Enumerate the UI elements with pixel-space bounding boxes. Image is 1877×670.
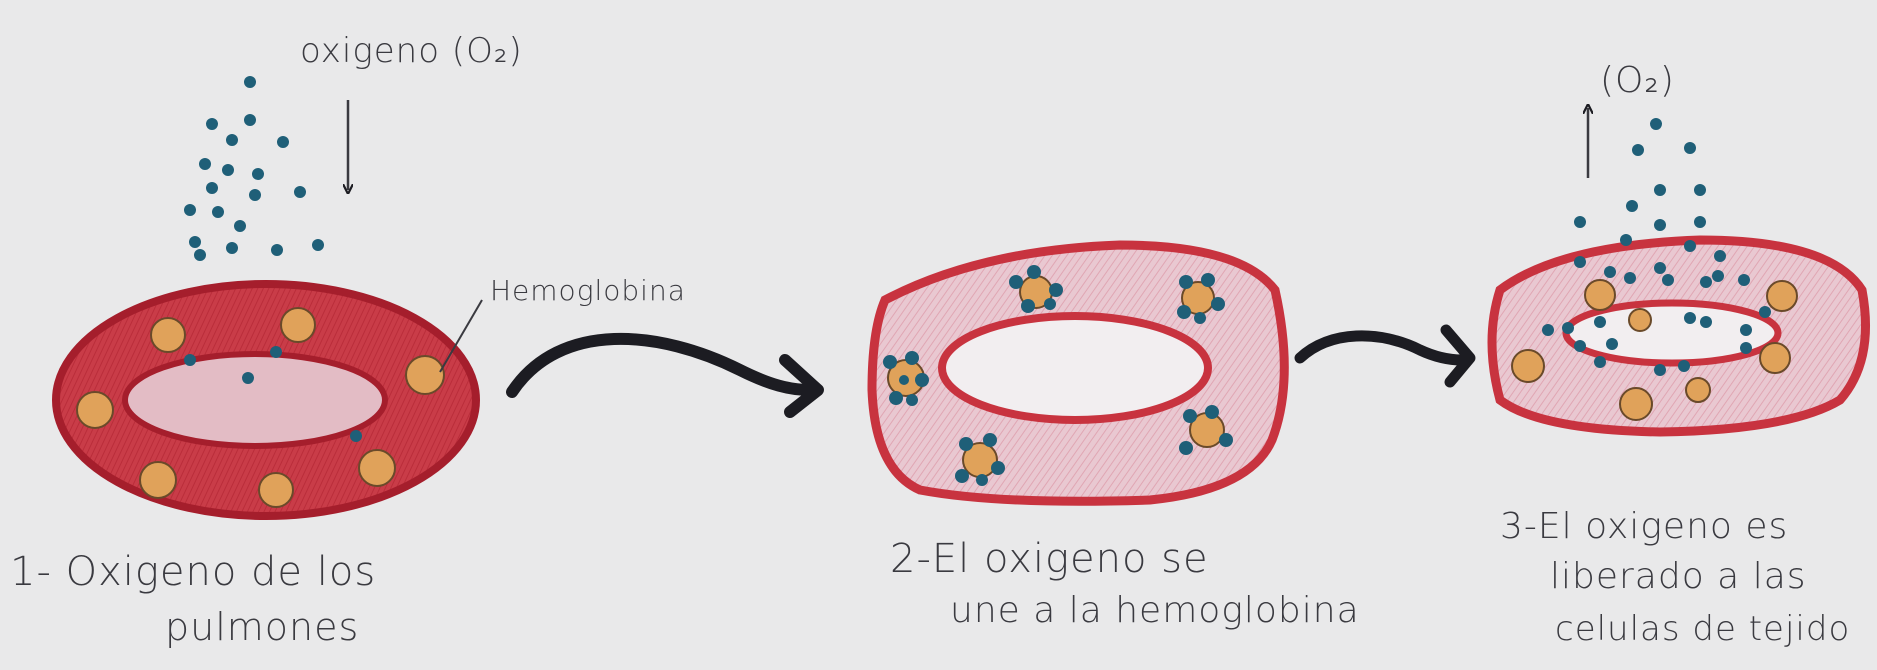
hemoglobin-molecule bbox=[1512, 350, 1544, 382]
step-3-line-2: liberado a las bbox=[1550, 556, 1807, 597]
hemoglobin-molecule bbox=[1686, 378, 1710, 402]
step-2-line-2: une a la hemoglobina bbox=[950, 590, 1360, 631]
hemoglobin-molecule bbox=[1629, 309, 1651, 331]
step-caption-3: 3-El oxigeno es liberado a las celulas d… bbox=[1500, 506, 1850, 649]
step-arrow-1 bbox=[512, 339, 810, 392]
red-blood-cell-3 bbox=[1492, 240, 1866, 432]
step-3-line-1: 3-El oxigeno es bbox=[1500, 506, 1788, 547]
step-3-line-3: celulas de tejido bbox=[1555, 609, 1850, 649]
red-blood-cell-2 bbox=[872, 245, 1284, 501]
hemoglobin-molecule bbox=[151, 318, 185, 352]
hemoglobin-molecule bbox=[77, 392, 113, 428]
cell-2-inner-ring bbox=[942, 316, 1208, 420]
hemoglobin-molecule bbox=[281, 308, 315, 342]
hemoglobin-molecule bbox=[1760, 343, 1790, 373]
step-1-line-1: 1- Oxigeno de los bbox=[10, 549, 376, 595]
hemoglobin-molecule bbox=[1585, 280, 1615, 310]
hemoglobin-molecule bbox=[140, 462, 176, 498]
step-caption-2: 2-El oxigeno se une a la hemoglobina bbox=[890, 536, 1360, 631]
hemoglobin-molecule bbox=[259, 473, 293, 507]
hemoglobin-molecule bbox=[359, 450, 395, 486]
step-1-line-2: pulmones bbox=[165, 605, 359, 649]
hemoglobin-molecule bbox=[1620, 388, 1652, 420]
step-caption-1: 1- Oxigeno de los pulmones bbox=[10, 549, 376, 649]
cell-1-inner-ring bbox=[125, 354, 385, 446]
oxygen-in-label: oxigeno (O₂) bbox=[300, 31, 523, 71]
step-2-line-1: 2-El oxigeno se bbox=[890, 536, 1209, 582]
oxygen-out-label: (O₂) bbox=[1600, 60, 1675, 101]
hemoglobin-label: Hemoglobina bbox=[490, 274, 686, 307]
step-arrow-2 bbox=[1300, 336, 1462, 360]
hemoglobin-molecule bbox=[406, 356, 444, 394]
hemoglobin-molecule bbox=[1767, 281, 1797, 311]
